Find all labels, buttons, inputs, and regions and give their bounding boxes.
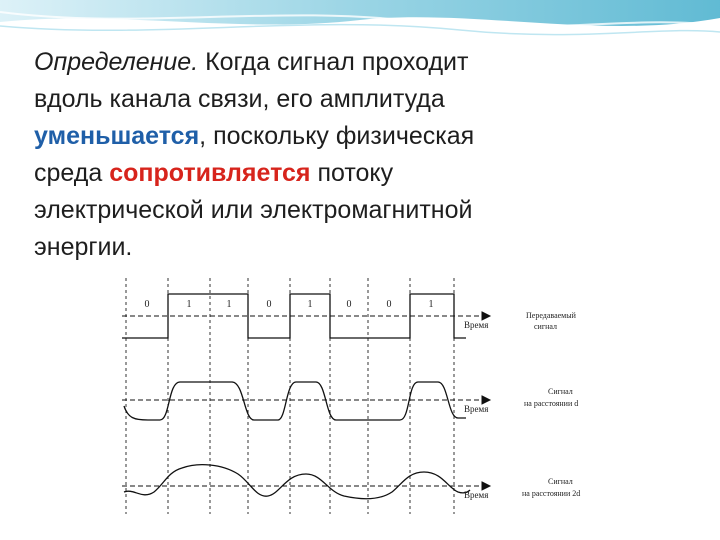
text-line-2: вдоль канала связи, его амплитуда xyxy=(34,85,445,113)
time-axis-3 xyxy=(122,481,492,491)
time-label-1: Время xyxy=(464,320,488,330)
signal-at-distance-d xyxy=(123,381,466,421)
highlight-resists: сопротивляется xyxy=(109,159,311,187)
bit-label: 1 xyxy=(308,299,313,310)
highlight-decreases: уменьшается xyxy=(34,122,200,150)
bit-label: 0 xyxy=(387,299,392,310)
row1-label-line2: сигнал xyxy=(534,322,557,331)
text-line-4-start: среда xyxy=(34,159,110,187)
text-line-3-rest: , поскольку физическая xyxy=(199,122,475,150)
row2-label-line1: Сигнал xyxy=(548,387,573,396)
bit-label: 0 xyxy=(347,299,352,310)
bit-label: 0 xyxy=(145,299,150,310)
text-line-4: среда сопротивляется потоку xyxy=(34,155,694,192)
row2-label-line2: на расстоянии d xyxy=(524,399,578,408)
definition-label: Определение. xyxy=(34,48,199,76)
text-line-1: Определение. Когда сигнал проходит xyxy=(34,44,694,81)
bit-label: 1 xyxy=(187,299,192,310)
time-axis-1 xyxy=(122,311,492,321)
time-label-3: Время xyxy=(464,490,488,500)
time-label-2: Время xyxy=(464,404,488,414)
bit-label: 1 xyxy=(429,299,434,310)
row3-label-line2: на расстоянии 2d xyxy=(522,489,580,498)
bit-label: 0 xyxy=(267,299,272,310)
text-line-5: электрической или электромагнитной xyxy=(34,196,473,224)
text-line-3: уменьшается, поскольку физическая xyxy=(34,118,694,155)
row3-label-line1: Сигнал xyxy=(548,477,573,486)
transmitted-signal xyxy=(122,293,466,339)
definition-text: Определение. Когда сигнал проходит вдоль… xyxy=(34,44,694,266)
text-line-1-rest: Когда сигнал проходит xyxy=(198,48,469,76)
text-line-6: энергии. xyxy=(34,233,133,261)
row1-label-line1: Передаваемый xyxy=(526,311,577,320)
text-line-4-rest: потоку xyxy=(310,159,394,187)
header-wave-decoration xyxy=(0,0,720,36)
signal-at-distance-2d xyxy=(123,463,471,500)
bit-label: 1 xyxy=(227,299,232,310)
signal-attenuation-diagram: 0 1 1 0 1 0 0 1 Время Передаваемый сигна… xyxy=(122,278,580,514)
time-axis-2 xyxy=(122,395,492,405)
